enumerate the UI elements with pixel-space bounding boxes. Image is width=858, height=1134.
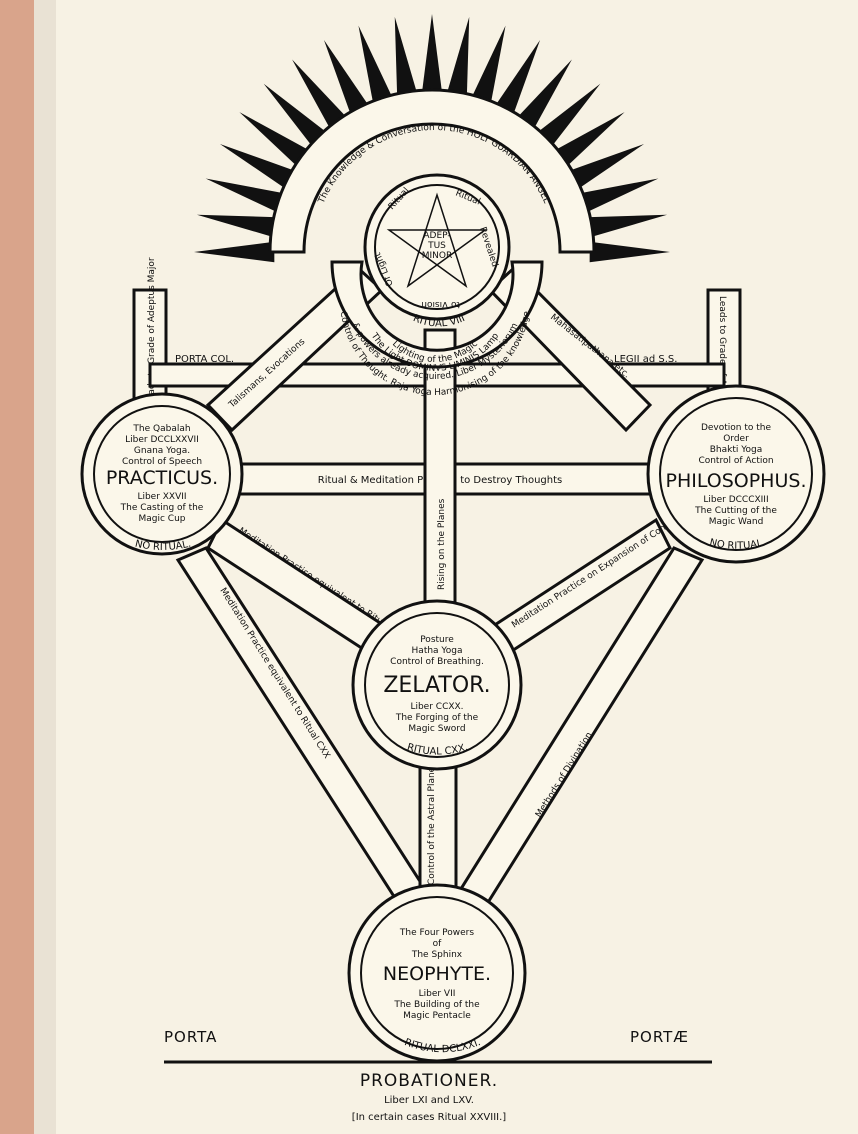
zelator-line-6: Magic Sword (408, 724, 465, 734)
sun-ray (471, 26, 506, 106)
legii-label: LEGII ad S.S. (614, 354, 677, 365)
sun-ray (590, 242, 670, 263)
paper-edge-shadow (34, 0, 56, 1134)
philosophus-line-1: Devotion to the (701, 423, 772, 433)
neophyte-line-1: The Four Powers (399, 928, 474, 938)
neophyte-line-5: The Building of the (393, 1000, 480, 1010)
adeptus-center-1: ADEP- (423, 231, 450, 241)
philosophus-line-2: Order (723, 434, 749, 444)
sun-ray (358, 26, 393, 106)
philosophus-line-3: Bhakti Yoga (710, 445, 763, 455)
adeptus-center-3: MINOR (422, 251, 453, 261)
practicus-line-2: Liber DCCLXXVII (125, 435, 199, 445)
zelator-line-4: Liber CCXX. (410, 702, 463, 712)
zelator-name: ZELATOR. (383, 673, 490, 698)
neophyte-line-3: The Sphinx (411, 950, 463, 960)
sun-ray (447, 17, 470, 98)
probationer-note: [In certain cases Ritual XXVIII.] (352, 1112, 506, 1123)
neophyte-line-6: Magic Pentacle (403, 1011, 471, 1021)
philosophus-node: Devotion to the Order Bhakti Yoga Contro… (648, 386, 824, 562)
sun-ray (586, 215, 667, 238)
neophyte-node: The Four Powers of The Sphinx NEOPHYTE. … (349, 885, 525, 1061)
zelator-line-2: Hatha Yoga (412, 646, 463, 656)
practicus-line-6: The Casting of the (120, 503, 204, 513)
portae-label: PORTÆ (630, 1028, 689, 1046)
practicus-line-1: The Qabalah (132, 424, 190, 434)
path-astral (420, 755, 456, 905)
porta-label: PORTA (164, 1028, 217, 1046)
zelator-node: Posture Hatha Yoga Control of Breathing.… (353, 601, 521, 769)
sun-ray (422, 14, 443, 94)
paper-edge (0, 0, 34, 1134)
practicus-line-7: Magic Cup (138, 514, 185, 524)
philosophus-line-5: Liber DCCCXIII (703, 495, 768, 505)
philosophus-line-7: Magic Wand (709, 517, 764, 527)
philosophus-line-4: Control of Action (698, 456, 773, 466)
zelator-line-5: The Forging of the (395, 713, 479, 723)
probationer-label: PROBATIONER. (360, 1071, 498, 1091)
sun-ray (206, 178, 286, 213)
practicus-name: PRACTICUS. (106, 467, 218, 489)
sun-ray (579, 178, 659, 213)
practicus-line-3: Gnana Yoga. (134, 446, 190, 456)
zelator-line-1: Posture (420, 635, 454, 645)
porta-col-label: PORTA COL. (175, 354, 234, 365)
adeptus-center-2: TUS (427, 241, 446, 251)
zelator-line-3: Control of Breathing. (390, 657, 484, 667)
practicus-line-5: Liber XXVII (137, 492, 186, 502)
practicus-node: The Qabalah Liber DCCLXXVII Gnana Yoga. … (82, 394, 242, 554)
philosophus-name: PHILOSOPHUS. (666, 470, 807, 492)
path-astral-text-1: Control of the Astral Plane (427, 766, 437, 885)
neophyte-line-4: Liber VII (419, 989, 456, 999)
sun-ray (194, 242, 274, 263)
sun-ray (395, 17, 418, 98)
sun-ray (197, 215, 278, 238)
practicus-line-4: Control of Speech (122, 457, 202, 467)
probationer-liber: Liber LXI and LXV. (384, 1095, 474, 1106)
path-rising-text: Rising on the Planes (437, 498, 447, 590)
neophyte-name: NEOPHYTE. (383, 963, 491, 985)
adeptus-ring-3: to Vision (421, 299, 460, 309)
neophyte-line-2: of (433, 939, 443, 949)
philosophus-line-6: The Cutting of the (694, 506, 777, 516)
